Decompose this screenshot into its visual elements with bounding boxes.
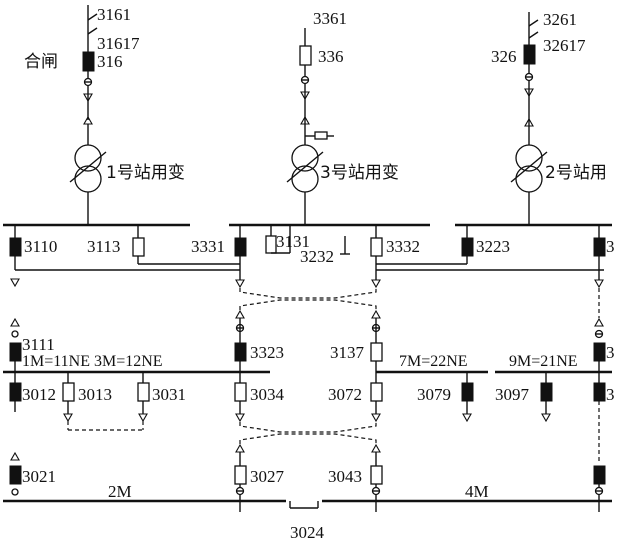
- breaker-3027[interactable]: [234, 465, 247, 485]
- section-mid-lower: [9, 372, 606, 462]
- feeder-326: [523, 12, 539, 145]
- label-3031: 3031: [152, 385, 186, 404]
- label-3043: 3043: [328, 467, 362, 486]
- label-3131: 3131: [276, 232, 310, 251]
- label-3332: 3332: [386, 237, 420, 256]
- label-3097: 3097: [495, 385, 530, 404]
- breaker-3-right-a[interactable]: [593, 237, 606, 257]
- breaker-3097[interactable]: [540, 382, 553, 402]
- breaker-3079[interactable]: [461, 382, 474, 402]
- breaker-3110[interactable]: [9, 237, 22, 257]
- label-3223: 3223: [476, 237, 510, 256]
- transformer-2: [510, 144, 548, 225]
- dashed-link-upper-b: [239, 299, 377, 310]
- section-left-upper: [9, 225, 240, 288]
- label-3161: 3161: [97, 5, 131, 24]
- label-3-right-b: 3: [606, 343, 615, 362]
- label-3361: 3361: [313, 9, 347, 28]
- label-transformer-3: 3号站用变: [320, 163, 399, 183]
- label-336: 336: [318, 47, 344, 66]
- breaker-3223[interactable]: [461, 237, 474, 257]
- label-3024: 3024: [290, 523, 325, 542]
- breaker-3-right-d[interactable]: [593, 465, 606, 485]
- label-3323: 3323: [250, 343, 284, 362]
- label-326: 326: [491, 47, 517, 66]
- label-3110: 3110: [24, 237, 57, 256]
- breaker-3137[interactable]: [370, 342, 383, 362]
- transformer-3: [286, 144, 324, 225]
- label-3331: 3331: [191, 237, 225, 256]
- dashed-link-lower-a: [239, 422, 377, 433]
- dashed-link-upper-a: [239, 288, 377, 299]
- label-316: 316: [97, 52, 123, 71]
- breaker-3043[interactable]: [370, 465, 383, 485]
- label-3137: 3137: [330, 343, 365, 362]
- label-3079: 3079: [417, 385, 451, 404]
- label-3012: 3012: [22, 385, 56, 404]
- label-3-right-c: 3: [606, 385, 615, 404]
- label-3034: 3034: [250, 385, 285, 404]
- breaker-3021[interactable]: [9, 465, 22, 485]
- breaker-3111[interactable]: [9, 342, 22, 362]
- label-transformer-2: 2号站用: [545, 163, 607, 183]
- breaker-3323[interactable]: [234, 342, 247, 362]
- label-32617: 32617: [543, 36, 586, 55]
- dashed-link-lower-b: [239, 433, 377, 444]
- breaker-3131[interactable]: [265, 235, 277, 254]
- label-3261: 3261: [543, 10, 577, 29]
- breaker-3-right-b[interactable]: [593, 342, 606, 362]
- feeder-336: [299, 28, 334, 145]
- label-31617: 31617: [97, 34, 140, 53]
- label-bus-9m: 9M=21NE: [509, 353, 578, 370]
- breaker-326-closed[interactable]: [523, 44, 536, 65]
- label-hezha: 合闸: [24, 52, 58, 72]
- section-right-mid: [593, 317, 606, 372]
- label-bus-1m-3m: 1M=11NE 3M=12NE: [22, 353, 163, 370]
- label-3021: 3021: [22, 467, 56, 486]
- section-3111: [9, 317, 22, 372]
- label-3-right-a: 3: [606, 237, 615, 256]
- breaker-3031[interactable]: [137, 382, 150, 402]
- label-3113: 3113: [87, 237, 120, 256]
- breaker-3332[interactable]: [370, 237, 383, 257]
- feeder-316: [82, 5, 98, 145]
- breaker-3-right-c[interactable]: [593, 382, 606, 402]
- label-3027: 3027: [250, 467, 285, 486]
- label-3013: 3013: [78, 385, 112, 404]
- label-transformer-1: 1号站用变: [106, 163, 185, 183]
- label-3111: 3111: [22, 335, 55, 354]
- breaker-3113[interactable]: [132, 237, 145, 257]
- breaker-3012[interactable]: [9, 382, 22, 402]
- section-right-upper: [461, 225, 606, 289]
- breaker-316-closed[interactable]: [82, 51, 95, 72]
- label-bus-2m: 2M: [108, 482, 132, 501]
- breaker-3331[interactable]: [234, 237, 247, 257]
- breaker-3013[interactable]: [62, 382, 75, 402]
- section-bottom: [9, 443, 606, 512]
- section-3323-3137: [234, 309, 383, 372]
- breaker-3072[interactable]: [370, 382, 383, 402]
- label-bus-7m: 7M=22NE: [399, 353, 468, 370]
- breaker-3034[interactable]: [234, 382, 247, 402]
- label-3072: 3072: [328, 385, 362, 404]
- label-bus-4m: 4M: [465, 482, 489, 501]
- section-middle-upper: [234, 225, 604, 289]
- transformer-1: [69, 144, 107, 225]
- label-3232: 3232: [300, 247, 334, 266]
- breaker-336-open[interactable]: [299, 45, 312, 66]
